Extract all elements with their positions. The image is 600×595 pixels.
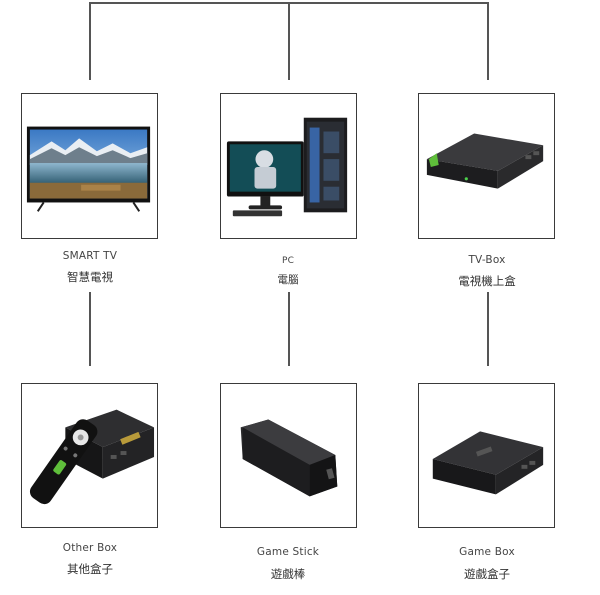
other-box-label: Other Box 其他盒子 <box>20 542 160 577</box>
connector-smart-tv-top <box>89 2 91 80</box>
other-box-label-zh: 其他盒子 <box>67 562 113 576</box>
other-box-icon <box>29 409 155 505</box>
smart-tv-icon <box>26 126 151 212</box>
game-box-label-en: Game Box <box>459 546 515 558</box>
pc-card <box>220 93 357 239</box>
game-box-icon <box>432 431 544 495</box>
game-box-card <box>418 383 555 528</box>
tv-box-label: TV-Box 電視機上盒 <box>417 254 557 289</box>
smart-tv-label: SMART TV 智慧電視 <box>20 250 160 285</box>
pc-icon <box>226 117 348 217</box>
game-box-label: Game Box 遊戲盒子 <box>417 546 557 582</box>
connector-smart-tv-to-other-box <box>89 292 91 366</box>
game-stick-icon <box>240 419 338 497</box>
connector-tv-box-top <box>487 2 489 80</box>
smart-tv-card <box>21 93 158 239</box>
game-stick-label-en: Game Stick <box>256 546 320 558</box>
connector-pc-to-game-stick <box>288 292 290 366</box>
other-box-label-en: Other Box <box>62 542 118 554</box>
tv-box-label-en: TV-Box <box>468 254 506 266</box>
pc-label-zh: 電腦 <box>277 274 299 286</box>
connector-tv-box-to-game-box <box>487 292 489 366</box>
game-stick-card <box>220 383 357 528</box>
connector-pc-top <box>288 2 290 80</box>
tv-box-icon <box>426 133 544 189</box>
game-stick-label: Game Stick 遊戲棒 <box>218 546 358 582</box>
game-stick-label-zh: 遊戲棒 <box>270 567 306 581</box>
smart-tv-label-en: SMART TV <box>62 250 118 262</box>
pc-label: PC 電腦 <box>218 256 358 287</box>
game-box-label-zh: 遊戲盒子 <box>464 567 510 581</box>
smart-tv-label-zh: 智慧電視 <box>67 270 113 284</box>
tv-box-card <box>418 93 555 239</box>
tv-box-label-zh: 電視機上盒 <box>458 274 516 288</box>
other-box-card <box>21 383 158 528</box>
pc-label-en: PC <box>281 256 295 266</box>
